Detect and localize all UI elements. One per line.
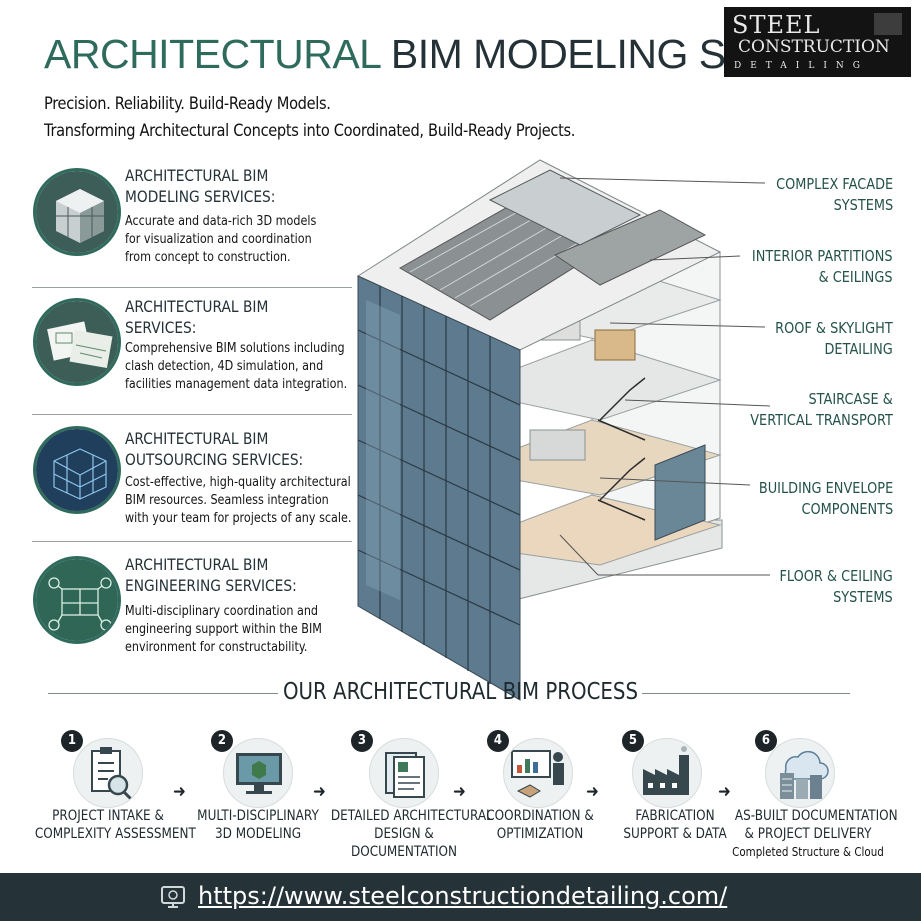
engineering-thumbnail-icon [33, 556, 121, 644]
service-title: ARCHITECTURAL BIM [125, 297, 269, 316]
service-title: ARCHITECTURAL BIM [125, 166, 269, 185]
step-number: 4 [487, 730, 509, 752]
monitor-model-icon [223, 738, 293, 808]
process-rule-left [48, 693, 278, 694]
logo-mark-icon [874, 13, 902, 35]
service-desc: Multi-disciplinary coordination and [125, 604, 319, 619]
building-cloud-icon [765, 738, 835, 808]
logo-line3: DETAILING [734, 61, 869, 71]
divider [32, 414, 352, 415]
service-desc: facilities management data integration. [125, 377, 348, 392]
callout-staircase: STAIRCASE &VERTICAL TRANSPORT [750, 390, 893, 429]
divider [32, 287, 352, 288]
website-link[interactable]: https://www.steelconstructiondetailing.c… [198, 882, 728, 910]
arrow-icon: ➜ [718, 782, 731, 802]
service-title: ENGINEERING SERVICES: [125, 576, 297, 595]
process-rule-right [642, 693, 850, 694]
service-title: SERVICES: [125, 318, 197, 337]
step-number: 3 [351, 730, 373, 752]
wireframe-thumbnail-icon [33, 426, 121, 514]
service-title: ARCHITECTURAL BIM [125, 555, 269, 574]
service-card-engineering: ARCHITECTURAL BIM ENGINEERING SERVICES: … [20, 548, 365, 668]
service-desc: Accurate and data-rich 3D models [125, 214, 317, 229]
service-desc: from concept to construction. [125, 250, 291, 265]
step-number: 5 [622, 730, 644, 752]
service-title: MODELING SERVICES: [125, 187, 276, 206]
service-card-modeling: ARCHITECTURAL BIM MODELING SERVICES: Acc… [20, 160, 365, 280]
arrow-icon: ➜ [173, 782, 186, 802]
step-label: AS-BUILT DOCUMENTATION& PROJECT DELIVERY [734, 808, 898, 842]
service-desc: BIM resources. Seamless integration [125, 493, 329, 508]
clipboard-magnifier-icon [73, 738, 143, 808]
step-caption: Completed Structure & Cloud [732, 845, 884, 859]
subtitle: Transforming Architectural Concepts into… [44, 121, 576, 141]
service-desc: Comprehensive BIM solutions including [125, 341, 345, 356]
service-title: OUTSOURCING SERVICES: [125, 450, 304, 469]
service-desc: engineering support within the BIM [125, 622, 322, 637]
logo-line2: CONSTRUCTION [738, 37, 890, 57]
service-card-services: ARCHITECTURAL BIM SERVICES: Comprehensiv… [20, 290, 365, 410]
service-desc: with your team for projects of any scale… [125, 511, 352, 526]
step-number: 1 [61, 730, 83, 752]
process-title: OUR ARCHITECTURAL BIM PROCESS [282, 679, 639, 705]
blueprint-thumbnail-icon [33, 298, 121, 386]
documents-icon [369, 738, 439, 808]
service-desc: Cost-effective, high-quality architectur… [125, 475, 351, 490]
arrow-icon: ➜ [586, 782, 599, 802]
factory-icon [632, 738, 702, 808]
step-label: COORDINATION &OPTIMIZATION [486, 808, 594, 842]
footer-bar: https://www.steelconstructiondetailing.c… [0, 873, 921, 921]
divider [32, 541, 352, 542]
logo-line1: STEEL [732, 11, 821, 39]
company-logo: STEEL CONSTRUCTION DETAILING [724, 7, 911, 77]
title-accent: ARCHITECTURAL [44, 31, 380, 77]
presentation-handshake-icon [503, 738, 573, 808]
step-label: PROJECT INTAKE &COMPLEXITY ASSESSMENT [34, 808, 196, 842]
step-number: 6 [755, 730, 777, 752]
tagline: Precision. Reliability. Build-Ready Mode… [44, 94, 331, 114]
step-number: 2 [211, 730, 233, 752]
arrow-icon: ➜ [453, 782, 466, 802]
modeling-thumbnail-icon [33, 168, 121, 256]
arrow-icon: ➜ [313, 782, 326, 802]
service-card-outsourcing: ARCHITECTURAL BIM OUTSOURCING SERVICES: … [20, 420, 365, 540]
globe-icon [161, 886, 185, 908]
service-desc: for visualization and coordination [125, 232, 312, 247]
service-title: ARCHITECTURAL BIM [125, 429, 269, 448]
callout-leaders [559, 177, 771, 576]
service-desc: clash detection, 4D simulation, and [125, 359, 324, 374]
callout-interior: INTERIOR PARTITIONS& CEILINGS [752, 247, 893, 286]
service-desc: environment for constructability. [125, 640, 308, 655]
